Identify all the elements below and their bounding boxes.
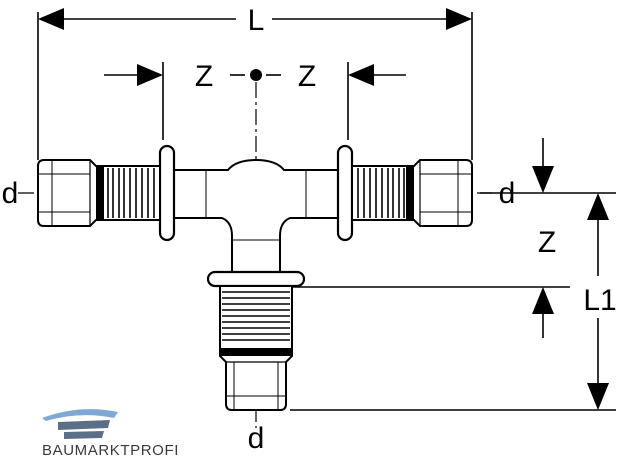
tee-body-details [205, 170, 307, 241]
logo-bars-icon [58, 420, 110, 439]
baumarktprofi-logo: BAUMARKTPROFI [42, 409, 179, 458]
dimension-total-length [37, 12, 473, 160]
arrowhead-left [38, 8, 64, 30]
press-sleeve-right-ribs [357, 168, 409, 218]
logo-text: BAUMARKTPROFI [42, 442, 179, 458]
arrowhead-l1-bottom [587, 383, 609, 410]
label-diameter-left: d [2, 177, 19, 210]
label-diameter-right: d [499, 177, 516, 210]
logo-roof-icon [42, 409, 118, 421]
tee-body [173, 159, 339, 273]
label-total-length: L [248, 4, 265, 37]
arrowhead-branch-z-top [532, 166, 554, 193]
flange-bottom [206, 270, 306, 288]
label-offset-left: Z [195, 60, 213, 93]
arrowhead-l1-top [587, 193, 609, 220]
press-sleeve-left-band [96, 166, 104, 220]
label-offset-branch: Z [538, 226, 556, 259]
press-sleeve-right-band [406, 166, 414, 220]
flange-left [158, 144, 176, 242]
label-diameter-bottom: d [248, 422, 265, 455]
arrowhead-z-right [348, 64, 374, 86]
label-length-branch: L1 [583, 284, 616, 317]
press-sleeve-bottom-ribs [222, 291, 290, 341]
flange-right [336, 144, 354, 242]
arrowhead-z-left [137, 64, 163, 86]
press-sleeve-bottom-band [220, 348, 292, 356]
arrowhead-right [446, 8, 472, 30]
center-point [250, 69, 262, 81]
label-offset-right: Z [298, 60, 316, 93]
dimension-branch [290, 138, 616, 411]
arrowhead-branch-z-bottom [532, 287, 554, 314]
